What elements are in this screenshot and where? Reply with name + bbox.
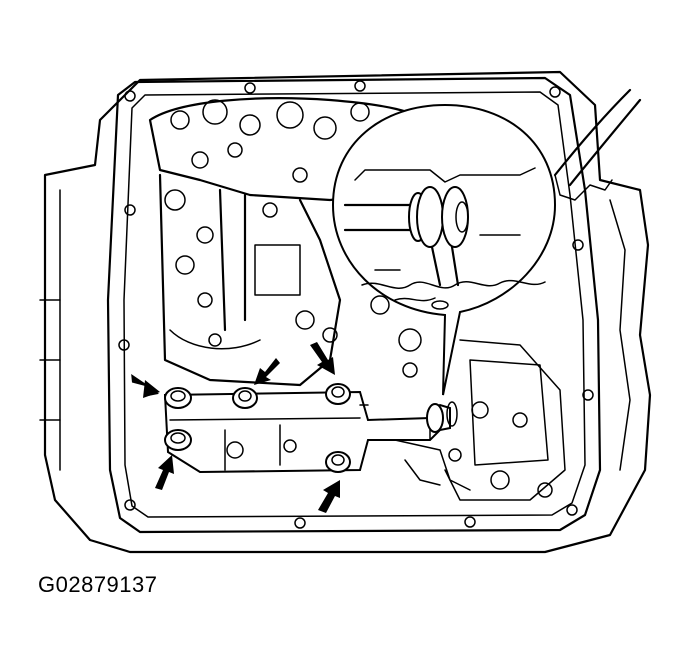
indicator-arrows bbox=[131, 342, 340, 513]
valve-body bbox=[148, 97, 566, 501]
detail-callout bbox=[331, 103, 557, 396]
solenoid-assembly bbox=[163, 390, 458, 474]
bolts bbox=[164, 383, 351, 473]
bolt bbox=[325, 451, 351, 473]
bolt bbox=[232, 387, 258, 409]
figure-code: G02879137 bbox=[38, 572, 158, 597]
arrow-icon bbox=[254, 358, 280, 385]
transmission-case bbox=[39, 70, 652, 554]
wire-harness bbox=[553, 88, 642, 201]
arrow-icon bbox=[131, 373, 160, 398]
bolt bbox=[164, 429, 192, 451]
bolt bbox=[164, 387, 192, 409]
arrow-icon bbox=[155, 455, 174, 490]
arrow-icon bbox=[310, 342, 335, 375]
arrow-icon bbox=[318, 480, 340, 513]
bolt bbox=[325, 383, 351, 405]
pan-flange bbox=[106, 76, 602, 534]
